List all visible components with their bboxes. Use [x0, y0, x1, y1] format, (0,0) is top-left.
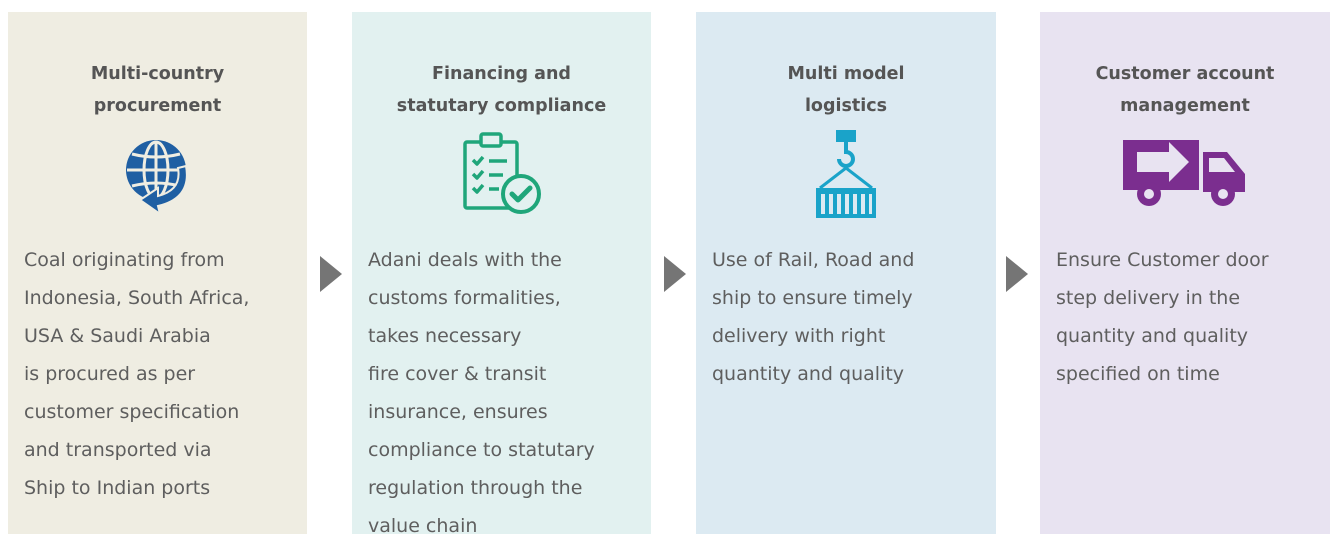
- clipboard-check-icon: [459, 130, 545, 220]
- step-description: Use of Rail, Road and ship to ensure tim…: [712, 249, 915, 385]
- crane-container-icon: [806, 130, 886, 226]
- globe-icon: [112, 130, 204, 218]
- step-card-logistics: Multi model logistics Use of Rail, Road …: [696, 12, 996, 534]
- step-title: Customer account management: [1095, 64, 1275, 116]
- step-card-account-management: Customer account management Ensure Custo…: [1040, 12, 1330, 534]
- flow-arrow-1: [320, 256, 342, 292]
- step-card-financing: Financing and statutary compliance Adani…: [352, 12, 651, 537]
- step-description: Adani deals with the customs formalities…: [368, 249, 595, 537]
- step-description: Coal originating from Indonesia, South A…: [24, 249, 250, 499]
- flow-arrow-3: [1006, 256, 1028, 292]
- delivery-truck-icon: [1119, 130, 1251, 214]
- flow-arrow-2: [664, 256, 686, 292]
- step-title: Multi model logistics: [787, 64, 905, 116]
- step-title: Financing and statutary compliance: [396, 64, 607, 116]
- step-title: Multi-country procurement: [90, 64, 225, 116]
- step-description: Ensure Customer door step delivery in th…: [1056, 249, 1269, 385]
- step-card-procurement: Multi-country procurement Coal originati…: [8, 12, 307, 534]
